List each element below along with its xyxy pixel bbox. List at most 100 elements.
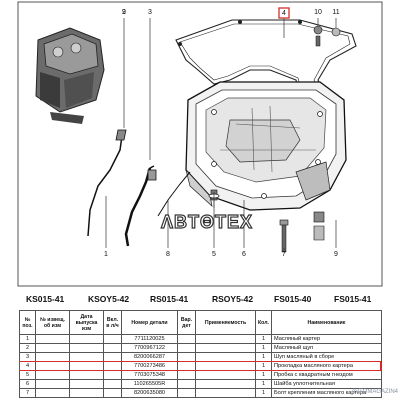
table-cell bbox=[69, 334, 104, 344]
table-cell bbox=[103, 343, 122, 353]
table-cell: Болт крепления масляного картера bbox=[271, 388, 382, 398]
table-cell bbox=[195, 343, 256, 353]
table-cell bbox=[195, 361, 256, 371]
engine-code: KSOY5-42 bbox=[88, 294, 130, 304]
table-cell: Масляный картер bbox=[271, 334, 382, 344]
engine-code: RS015-41 bbox=[150, 294, 189, 304]
table-cell bbox=[195, 334, 256, 344]
table-header-row: № поз. № извещ. об изм Дата выпуска изм … bbox=[19, 310, 382, 335]
oil-pan bbox=[185, 81, 347, 211]
table-cell bbox=[35, 343, 70, 353]
table-cell: 1 bbox=[255, 361, 272, 371]
table-cell: Прокладка масляного картера bbox=[271, 361, 382, 371]
table-cell: 7700967122 bbox=[121, 343, 178, 353]
engine-code-row: KS015-41 KSOY5-42 RS015-41 RSOY5-42 FS01… bbox=[18, 292, 382, 308]
table-cell: Масляный щуп bbox=[271, 343, 382, 353]
table-cell bbox=[69, 388, 104, 398]
table-cell bbox=[195, 388, 256, 398]
column-header: Вар. дет bbox=[177, 310, 196, 335]
engine-code: RSOY5-42 bbox=[212, 294, 254, 304]
callout-number: 11 bbox=[332, 9, 339, 16]
table-cell: 2 bbox=[19, 343, 36, 353]
table-cell: 7711120025 bbox=[121, 334, 178, 344]
callout-number: 8 bbox=[166, 251, 170, 258]
table-cell: Шайба уплотнительная bbox=[271, 379, 382, 389]
watermark-text: ΛBTΘTEX bbox=[160, 211, 254, 232]
table-cell bbox=[35, 352, 70, 362]
callout-number: 4 bbox=[282, 10, 286, 17]
table-cell bbox=[69, 352, 104, 362]
callout-number: 6 bbox=[242, 251, 246, 258]
table-cell bbox=[35, 334, 70, 344]
table-cell: 8200066287 bbox=[121, 352, 178, 362]
table-cell: 1 bbox=[255, 334, 272, 344]
table-cell bbox=[177, 370, 196, 380]
table-cell bbox=[195, 352, 256, 362]
callout-number: 10 bbox=[314, 9, 322, 16]
column-header: Применяемость bbox=[195, 310, 256, 335]
table-cell: 7 bbox=[19, 388, 36, 398]
column-header: Кол. bbox=[255, 310, 272, 335]
column-header: № поз. bbox=[19, 310, 36, 335]
table-cell bbox=[177, 334, 196, 344]
callout-number: 9 bbox=[122, 9, 126, 16]
table-cell bbox=[195, 370, 256, 380]
column-header: Номер детали bbox=[121, 310, 178, 335]
table-cell bbox=[195, 379, 256, 389]
callout-number: 2 bbox=[122, 9, 126, 16]
dipstick-assembly bbox=[87, 129, 191, 247]
table-cell: 7700273486 bbox=[121, 361, 178, 371]
table-cell: 1 bbox=[255, 370, 272, 380]
table-cell: 4 bbox=[19, 361, 36, 371]
table-cell bbox=[103, 379, 122, 389]
callout-number: 7 bbox=[282, 251, 286, 258]
table-cell bbox=[35, 379, 70, 389]
table-cell bbox=[177, 388, 196, 398]
table-cell: 1 bbox=[19, 334, 36, 344]
table-cell bbox=[177, 352, 196, 362]
table-cell bbox=[177, 343, 196, 353]
parts-table: № поз. № извещ. об изм Дата выпуска изм … bbox=[19, 310, 382, 398]
column-header: Наименование bbox=[271, 310, 382, 335]
engine-code: FS015-40 bbox=[274, 294, 312, 304]
table-cell: Пробка с квадратным гнездом bbox=[271, 370, 382, 380]
corner-watermark: AVTOMAGAZIN4 bbox=[351, 389, 398, 395]
table-cell bbox=[103, 361, 122, 371]
table-cell bbox=[35, 361, 70, 371]
table-cell bbox=[69, 379, 104, 389]
column-header: Вкл. в л/ч bbox=[103, 310, 122, 335]
table-cell bbox=[35, 388, 70, 398]
engine-code: FS015-41 bbox=[334, 294, 372, 304]
table-cell: 8200635080 bbox=[121, 388, 178, 398]
table-cell: 3 bbox=[19, 352, 36, 362]
callout-number: 9 bbox=[334, 251, 338, 258]
table-cell bbox=[103, 388, 122, 398]
leader-lines bbox=[105, 18, 337, 252]
table-cell: Шуп масляный в сборе bbox=[271, 352, 382, 362]
column-header: Дата выпуска изм bbox=[69, 310, 104, 335]
table-cell: 1 bbox=[255, 352, 272, 362]
table-cell: 7703075348 bbox=[121, 370, 178, 380]
column-header: № извещ. об изм bbox=[35, 310, 70, 335]
table-cell: 110265505R bbox=[121, 379, 178, 389]
table-cell bbox=[103, 352, 122, 362]
table-cell bbox=[177, 379, 196, 389]
callout-labels bbox=[278, 7, 290, 19]
table-cell bbox=[103, 334, 122, 344]
table-cell bbox=[69, 361, 104, 371]
table-cell bbox=[103, 370, 122, 380]
callout-number: 5 bbox=[212, 251, 216, 258]
engine-code: KS015-41 bbox=[26, 294, 65, 304]
pan-bolt bbox=[279, 219, 289, 253]
table-cell bbox=[69, 343, 104, 353]
callout-number: 1 bbox=[104, 251, 108, 258]
table-cell: 5 bbox=[19, 370, 36, 380]
